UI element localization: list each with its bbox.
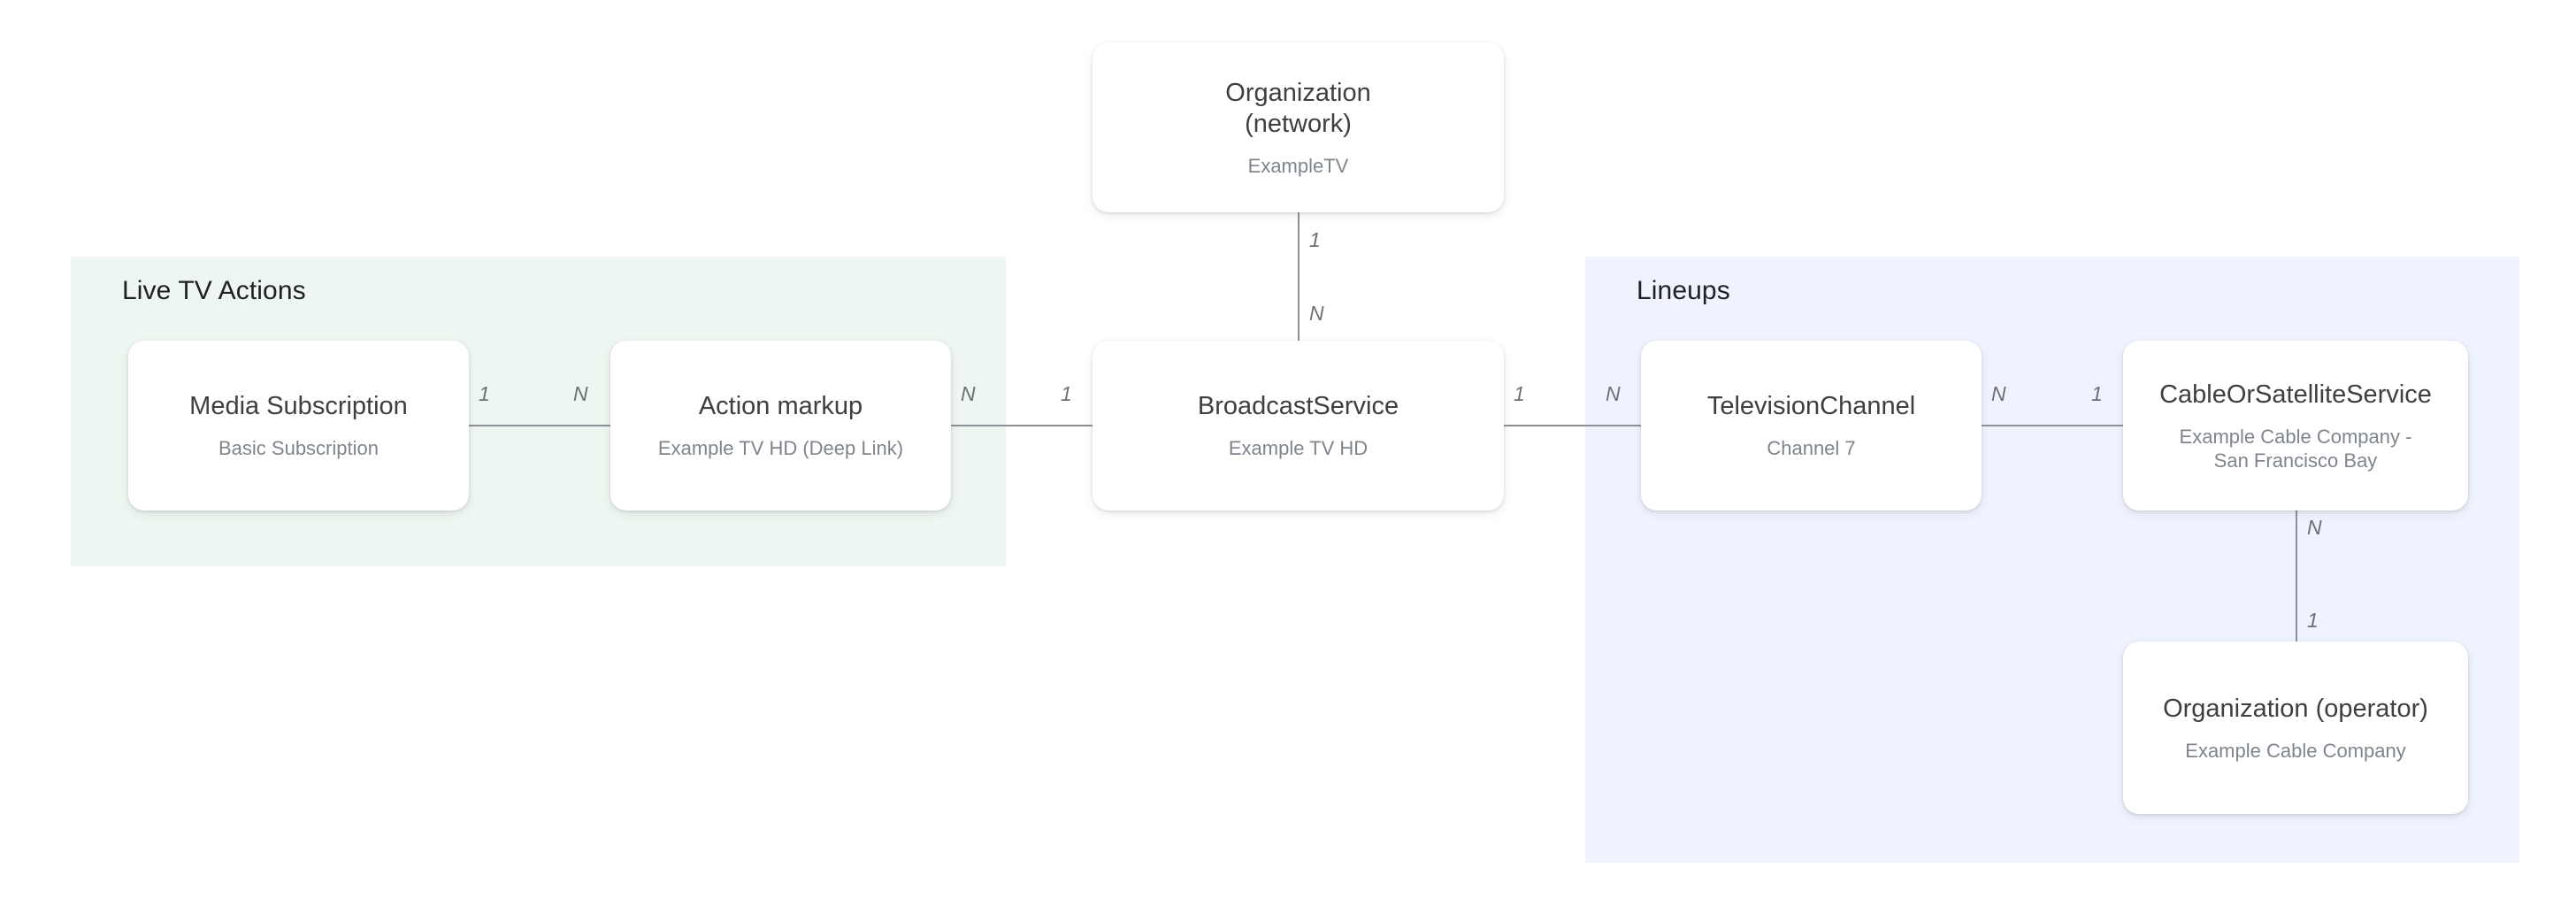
node-title-television-channel: TelevisionChannel	[1706, 392, 1916, 420]
node-action-markup[interactable]: Action markup Example TV HD (Deep Link)	[610, 341, 951, 511]
node-subtitle-media-subscription: Basic Subscription	[218, 437, 379, 459]
node-title-organization-network: Organization (network)	[1225, 78, 1371, 138]
node-cable-or-satellite-service[interactable]: CableOrSatelliteService Example Cable Co…	[2123, 341, 2468, 511]
cardinality-org-network-to-broadcast-to: N	[1309, 302, 1324, 325]
node-broadcast-service[interactable]: BroadcastService Example TV HD	[1092, 341, 1504, 511]
cardinality-media-sub-to-action-to: N	[573, 382, 588, 405]
edge-broadcast-service-to-television-channel	[1504, 425, 1641, 426]
cardinality-cable-to-org-operator-from: N	[2307, 516, 2322, 539]
cardinality-broadcast-to-tv-channel-from: 1	[1514, 382, 1525, 405]
cardinality-broadcast-to-tv-channel-to: N	[1606, 382, 1621, 405]
node-title-broadcast-service: BroadcastService	[1197, 392, 1399, 420]
edge-organization-network-to-broadcast-service	[1298, 212, 1300, 341]
node-organization-network[interactable]: Organization (network) ExampleTV	[1092, 42, 1504, 212]
cardinality-action-to-broadcast-to: 1	[1061, 382, 1072, 405]
group-title-live-tv-actions: Live TV Actions	[122, 276, 306, 305]
cardinality-media-sub-to-action-from: 1	[479, 382, 490, 405]
group-title-lineups: Lineups	[1637, 276, 1730, 305]
node-television-channel[interactable]: TelevisionChannel Channel 7	[1641, 341, 1982, 511]
node-title-cable-or-satellite-service: CableOrSatelliteService	[2159, 380, 2432, 409]
node-subtitle-organization-operator: Example Cable Company	[2185, 739, 2406, 762]
edge-cable-or-satellite-service-to-organization-operator	[2296, 509, 2297, 641]
node-title-action-markup: Action markup	[698, 392, 863, 420]
cardinality-org-network-to-broadcast-from: 1	[1309, 228, 1321, 251]
node-organization-operator[interactable]: Organization (operator) Example Cable Co…	[2123, 641, 2468, 814]
cardinality-tv-channel-to-cable-to: 1	[2091, 382, 2103, 405]
cardinality-action-to-broadcast-from: N	[961, 382, 976, 405]
node-subtitle-cable-or-satellite-service: Example Cable Company - San Francisco Ba…	[2179, 425, 2412, 472]
node-media-subscription[interactable]: Media Subscription Basic Subscription	[128, 341, 469, 511]
cardinality-tv-channel-to-cable-from: N	[1991, 382, 2006, 405]
node-subtitle-action-markup: Example TV HD (Deep Link)	[657, 437, 904, 459]
node-subtitle-broadcast-service: Example TV HD	[1228, 437, 1368, 459]
node-title-organization-operator: Organization (operator)	[2163, 694, 2428, 723]
node-subtitle-organization-network: ExampleTV	[1247, 154, 1349, 177]
cardinality-cable-to-org-operator-to: 1	[2307, 609, 2319, 632]
node-subtitle-television-channel: Channel 7	[1767, 437, 1856, 459]
edge-media-subscription-to-action-markup	[469, 425, 610, 426]
edge-action-markup-to-broadcast-service	[951, 425, 1092, 426]
edge-television-channel-to-cable-or-satellite-service	[1982, 425, 2123, 426]
node-title-media-subscription: Media Subscription	[189, 392, 408, 420]
